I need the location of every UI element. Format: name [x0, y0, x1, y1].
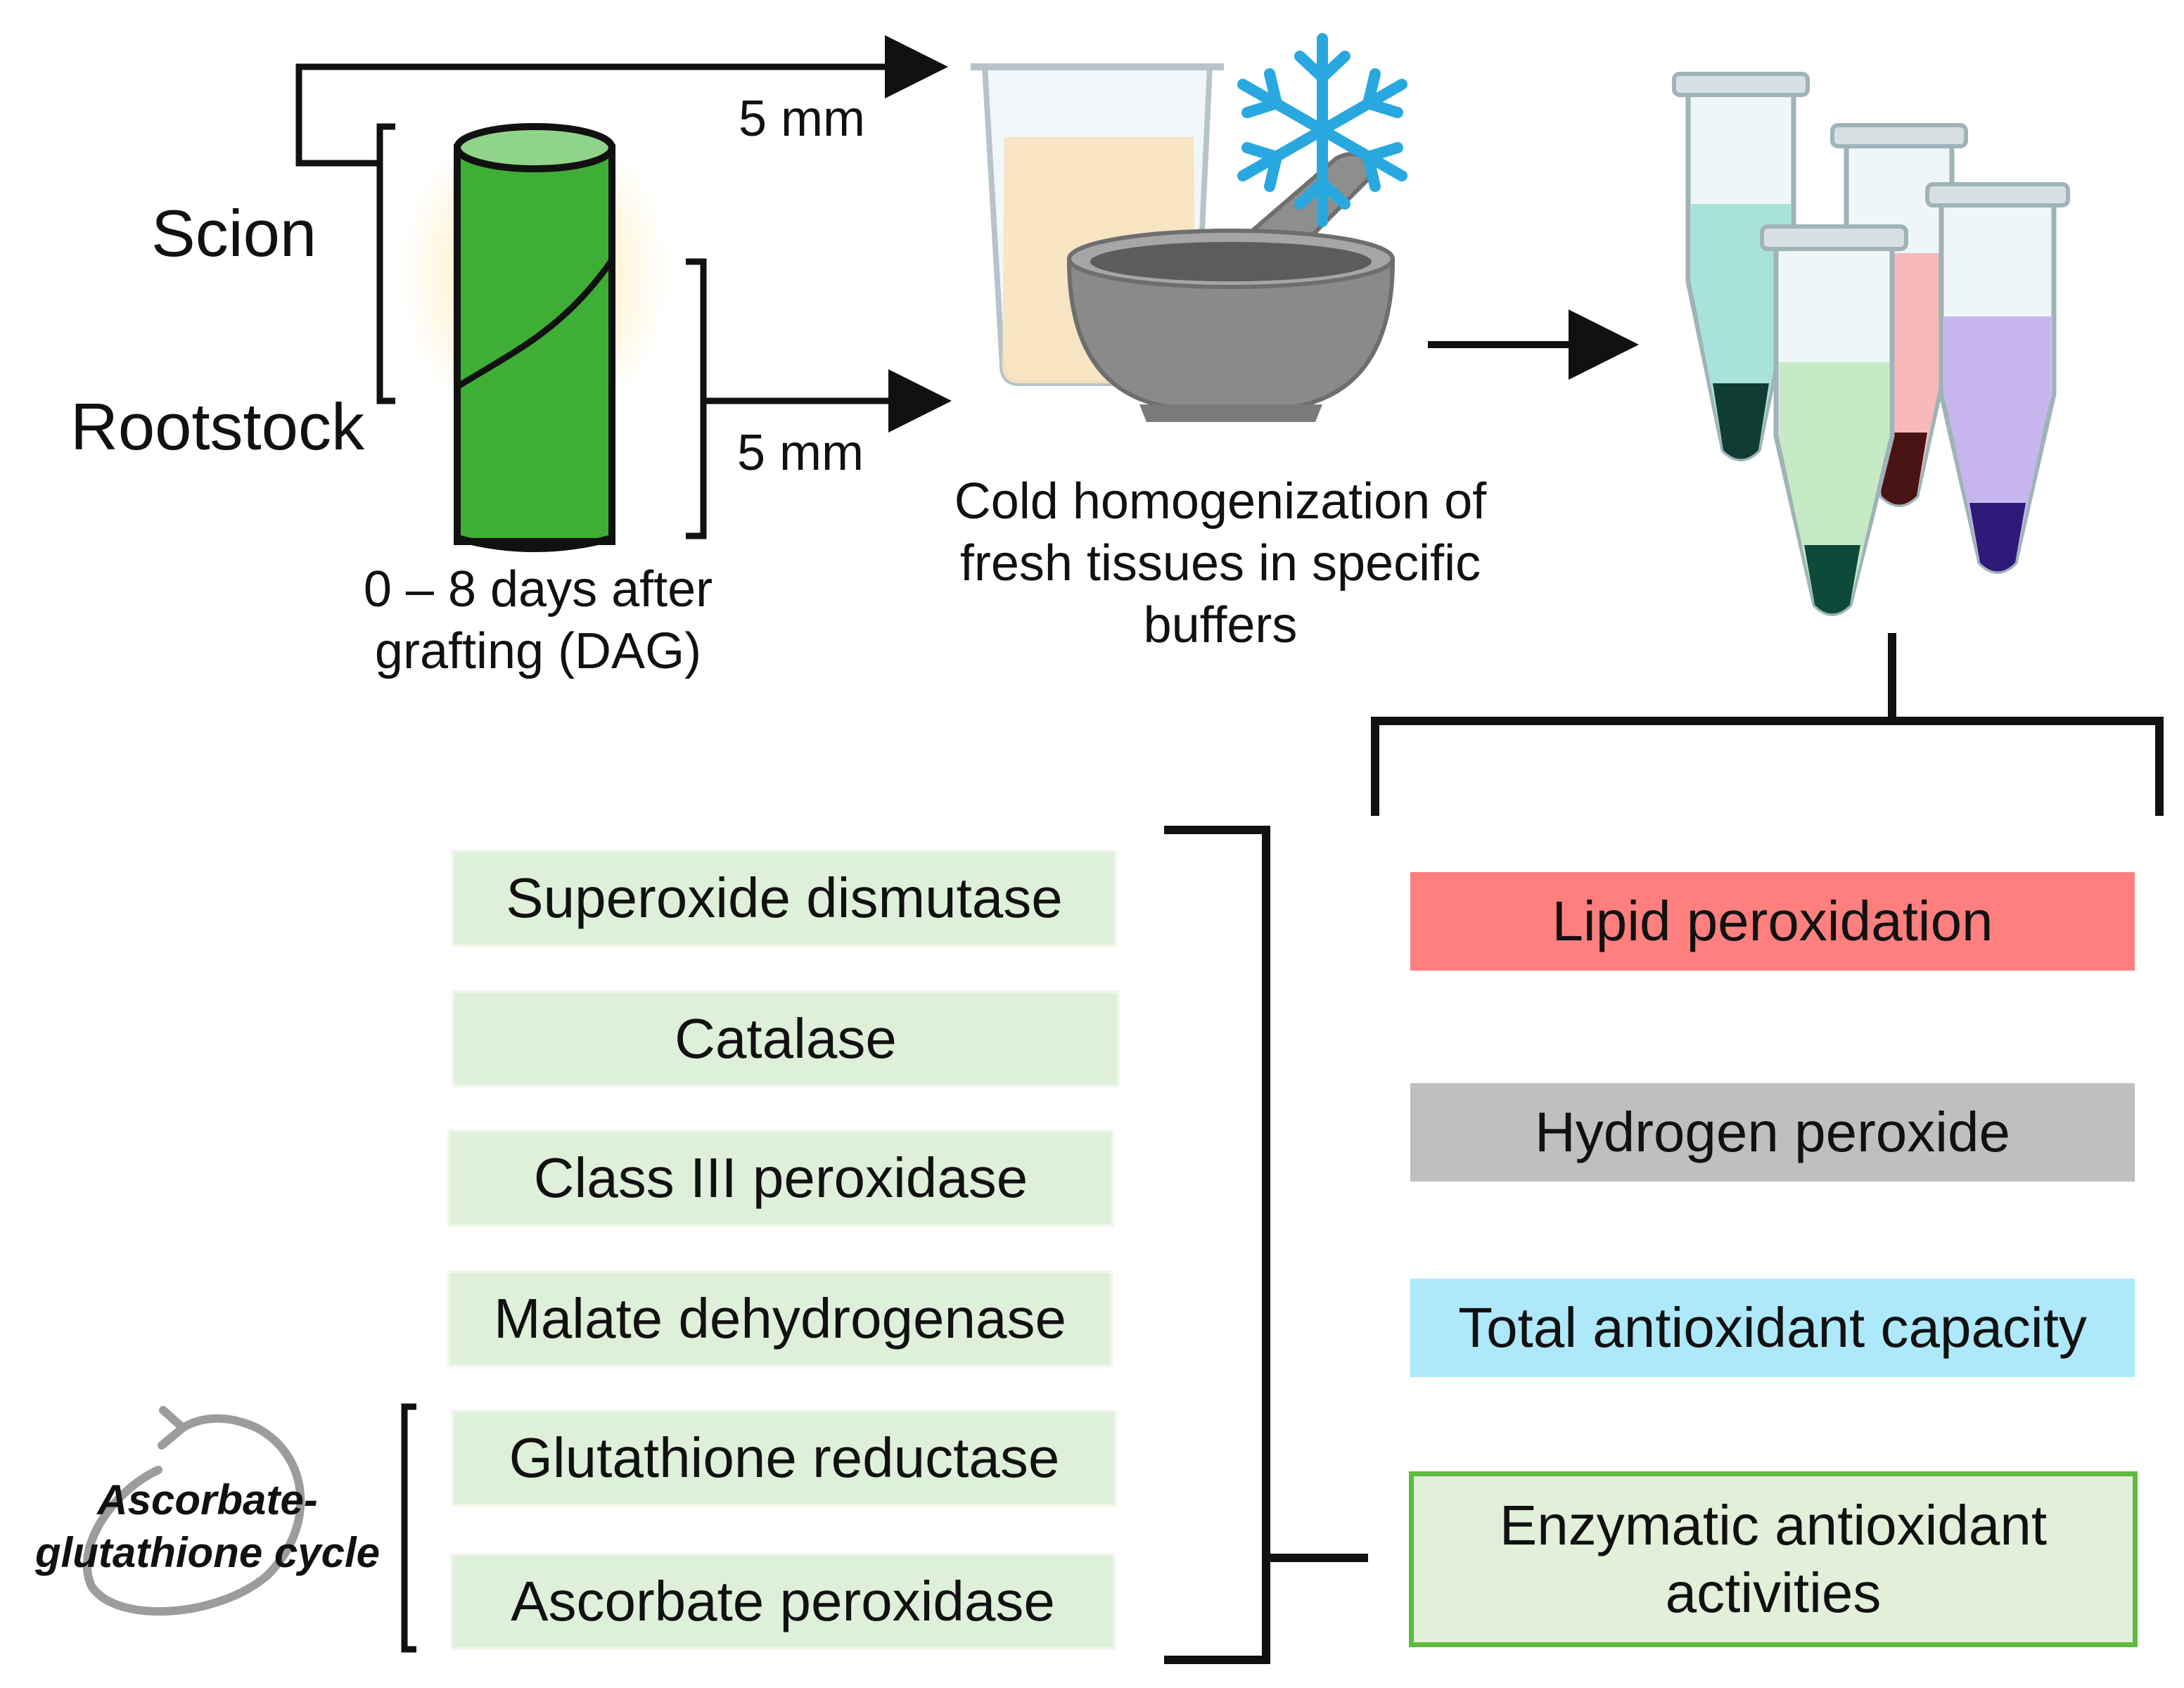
rootstock-label: Rootstock	[70, 390, 364, 463]
scion-label: Scion	[151, 196, 317, 270]
assay-branch-bracket	[1371, 633, 2164, 816]
total-antioxidant-box: Total antioxidant capacity	[1410, 1279, 2135, 1377]
snowflake-icon	[1237, 33, 1407, 227]
mortar-pestle-icon	[1066, 151, 1396, 422]
time-label: 0 – 8 days after grafting (DAG)	[363, 561, 713, 679]
rootstock-bracket	[686, 258, 952, 539]
graft-cylinder	[401, 113, 668, 552]
enzyme-ascorbate-peroxidase: Ascorbate peroxidase	[450, 1553, 1116, 1650]
rootstock-length-label: 5 mm	[737, 425, 864, 481]
enzyme-superoxide-dismutase: Superoxide dismutase	[452, 850, 1117, 947]
enzyme-glutathione-reductase: Glutathione reductase	[452, 1409, 1117, 1507]
hydrogen-peroxide-box: Hydrogen peroxide	[1410, 1083, 2135, 1182]
scion-length-label: 5 mm	[739, 91, 865, 147]
tube-teal	[1672, 72, 1810, 461]
cylinder-bottom	[456, 535, 613, 552]
scion-bracket	[295, 35, 948, 404]
sample-tubes-icon	[1672, 72, 2070, 616]
cycle-bracket	[401, 1403, 416, 1653]
tube-green	[1760, 224, 1908, 616]
enzyme-catalase: Catalase	[452, 990, 1120, 1087]
scion-arrow	[295, 35, 948, 167]
cycle-label: Ascorbate-glutathione cycle	[34, 1476, 381, 1576]
enzyme-malate-dehydrogenase: Malate dehydrogenase	[447, 1270, 1113, 1367]
homogenization-caption: Cold homogenization of fresh tissues in …	[954, 473, 1487, 653]
lipid-peroxidation-box: Lipid peroxidation	[1410, 872, 2135, 971]
enzyme-class-iii-peroxidase: Class III peroxidase	[447, 1130, 1114, 1227]
enzyme-bracket	[1164, 826, 1368, 1664]
cylinder-body	[454, 144, 615, 545]
tube-purple	[1925, 182, 2070, 574]
enzymatic-activities-box: Enzymatic antioxidant activities	[1409, 1471, 2138, 1647]
cylinder-top	[454, 123, 615, 172]
cycle-arrow-icon	[82, 1406, 305, 1616]
graft-union-line	[455, 258, 615, 390]
